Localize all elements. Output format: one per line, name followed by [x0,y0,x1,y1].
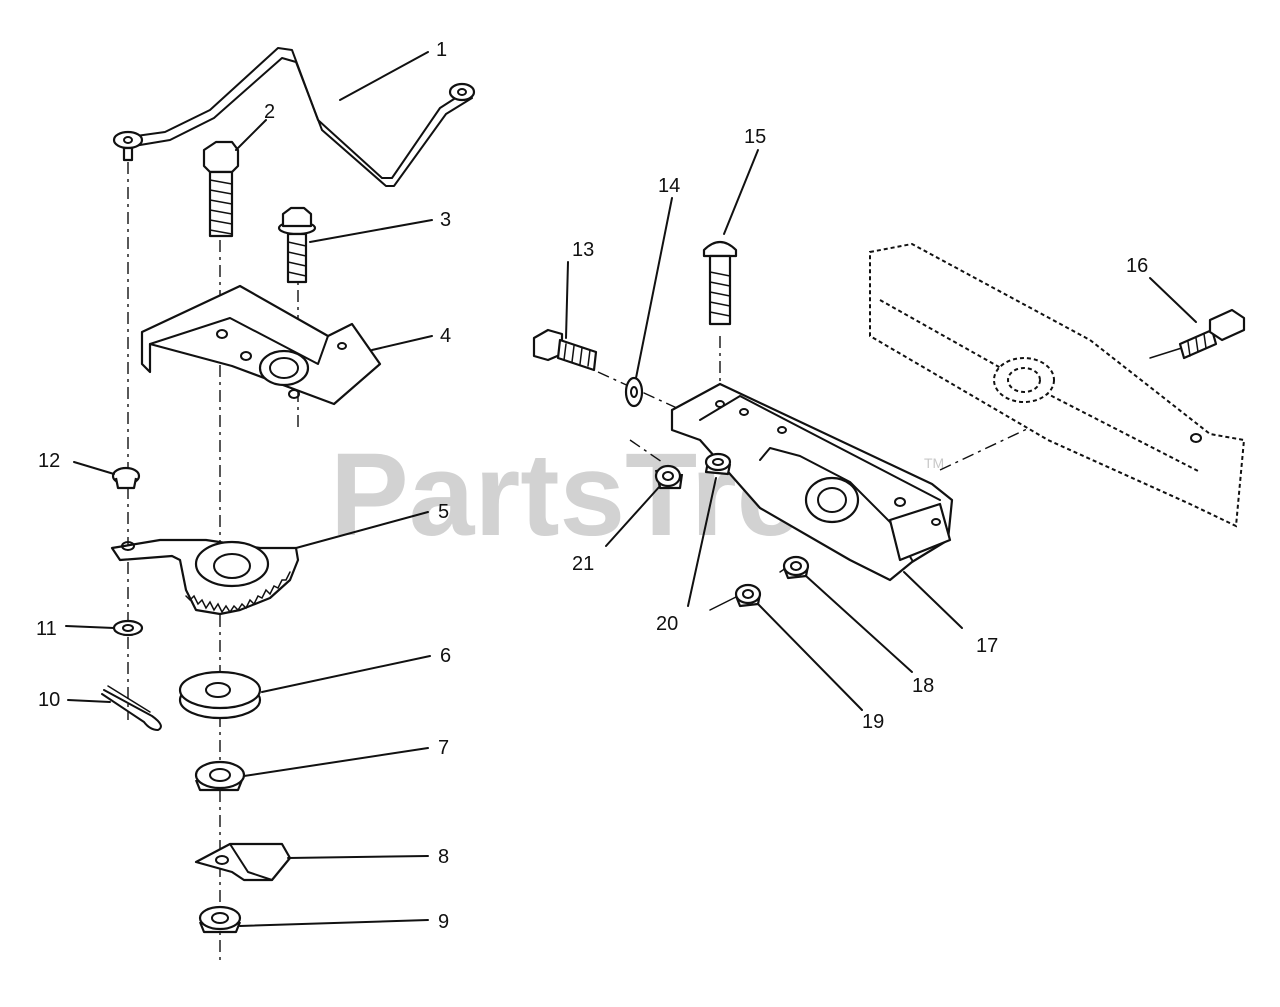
callout-2: 2 [264,101,275,123]
callout-12: 12 [38,450,60,472]
watermark-trademark: TM [924,455,944,471]
callout-20: 20 [656,613,678,635]
callout-7: 7 [438,737,449,759]
part-clip [194,842,292,882]
part-flange-bolt-3 [277,206,317,284]
axis-line-nut21 [629,439,663,463]
leader-lines [65,51,1197,927]
callout-14: 14 [658,175,680,197]
part-bolt-13 [532,328,598,372]
callout-10: 10 [38,689,60,711]
callout-4: 4 [440,325,451,347]
part-carriage-bolt-15 [702,240,738,326]
part-cotter-pin [101,685,162,731]
part-frame-ghost [869,242,1246,528]
callout-6: 6 [440,645,451,667]
part-bushing-12 [111,466,141,490]
part-hex-bolt-2 [202,140,240,238]
part-nut-9 [198,905,242,934]
callout-13: 13 [572,239,594,261]
callout-19: 19 [862,711,884,733]
part-nut-18 [782,555,810,580]
callout-11: 11 [36,618,57,640]
callout-18: 18 [912,675,934,697]
part-axle-bracket [670,382,954,582]
callout-3: 3 [440,209,451,231]
part-thick-washer [178,670,262,720]
callout-8: 8 [438,846,449,868]
callout-17: 17 [976,635,998,657]
callout-9: 9 [438,911,449,933]
part-mounting-bracket [140,284,382,406]
callout-16: 16 [1126,255,1148,277]
part-washer-11 [112,619,144,637]
part-hex-bolt-16 [1178,308,1246,360]
part-washer-14 [624,376,644,408]
callout-15: 15 [744,126,766,148]
part-nut-21 [654,464,684,490]
callout-5: 5 [438,501,449,523]
part-nut-7 [194,760,246,792]
axis-line-bolt13 [597,371,691,415]
part-gear-sector [110,538,300,616]
part-nut-19 [734,583,762,608]
part-nut-20 [704,452,732,476]
part-shift-rod [112,47,476,187]
callout-1: 1 [436,39,447,61]
callout-21: 21 [572,553,594,575]
